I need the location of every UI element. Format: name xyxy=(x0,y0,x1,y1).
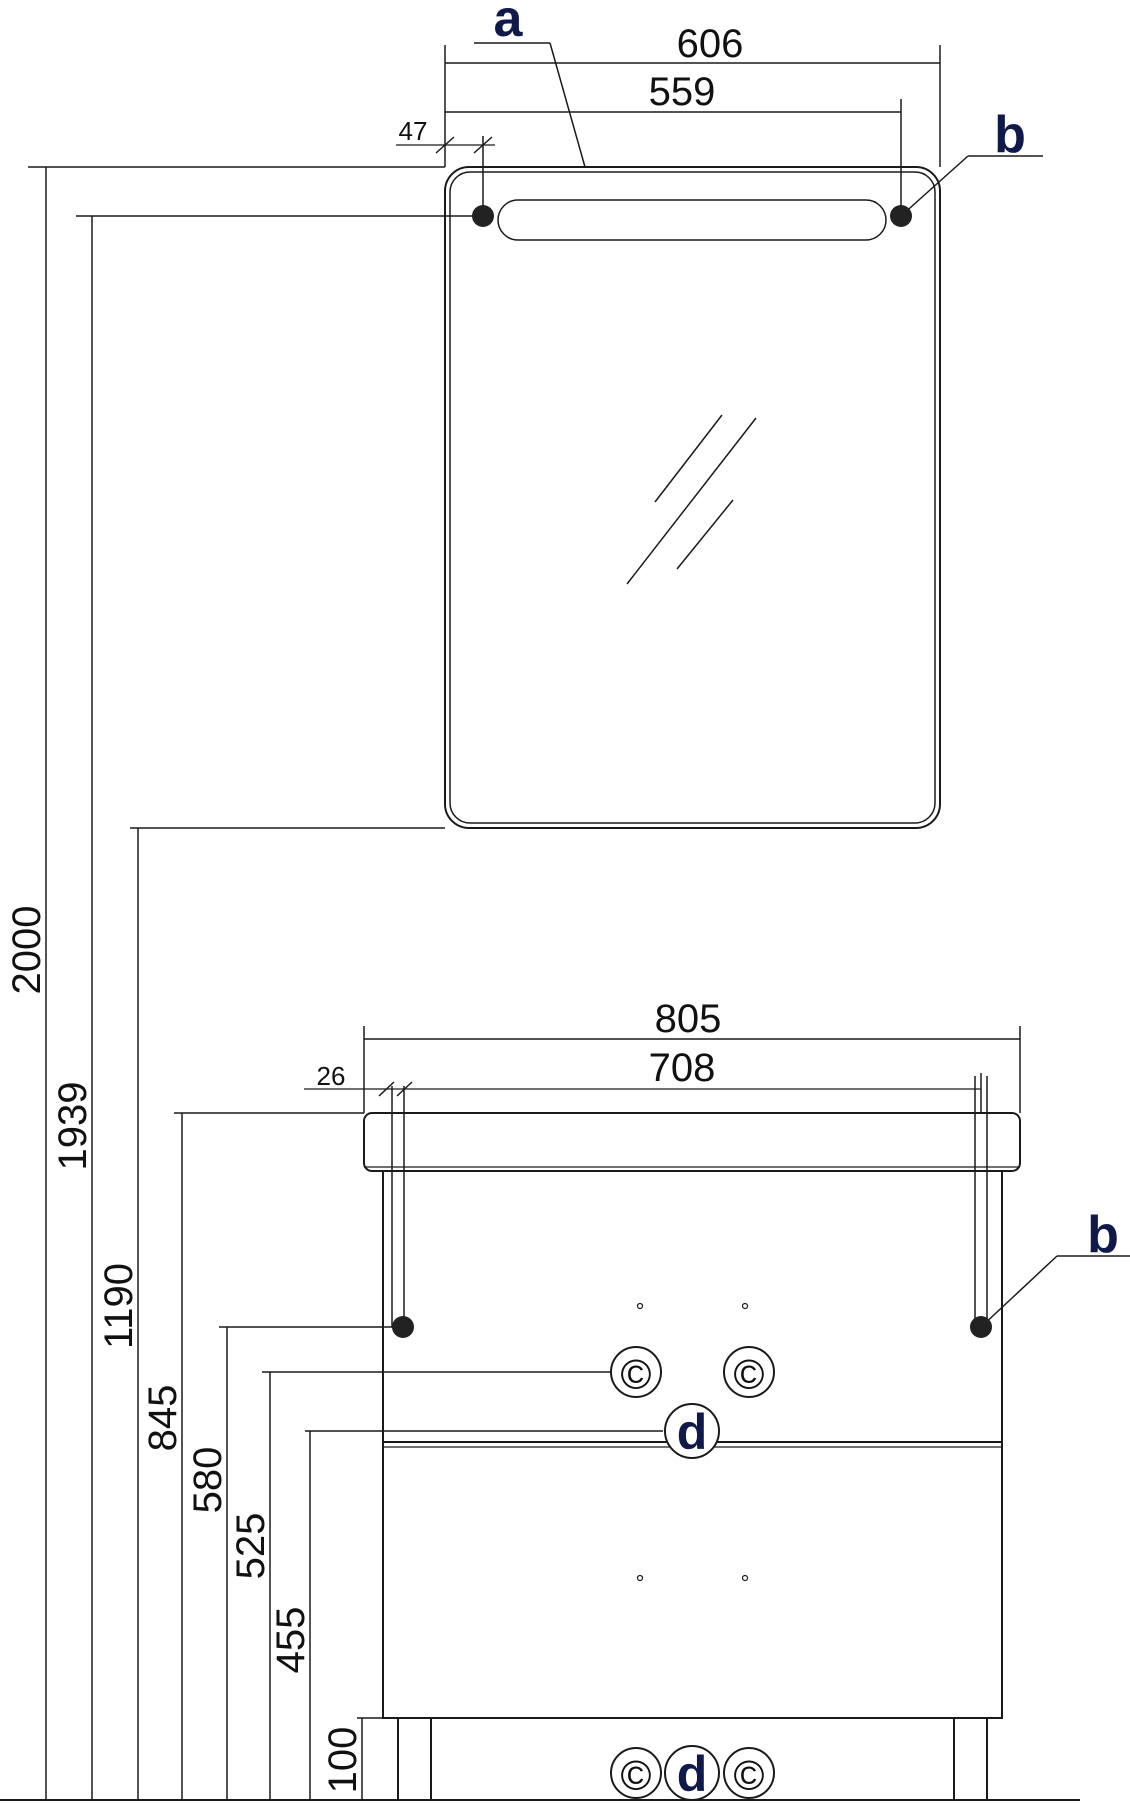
drain-floor-icon xyxy=(664,1745,720,1801)
cabinet-mount-point-right xyxy=(970,1316,992,1338)
mirror-glare-line xyxy=(676,499,734,570)
dim-mirror-holes: 559 xyxy=(649,70,716,114)
leader-a xyxy=(549,42,586,168)
water-inlet-floor-left-icon xyxy=(610,1747,662,1799)
water-inlet-right-symbol: © xyxy=(734,1351,765,1398)
dim-cabinet-top-height: 845 xyxy=(141,1385,185,1452)
mirror-mount-point-left xyxy=(472,205,494,227)
leader-b-cabinet xyxy=(980,1255,1058,1328)
label-a: a xyxy=(494,0,524,48)
mirror-outer-frame xyxy=(444,166,941,829)
dim-drain-upper-height: 455 xyxy=(269,1607,313,1674)
dim-mirror-holes-height: 1939 xyxy=(51,1082,95,1171)
water-inlet-right-icon xyxy=(723,1346,775,1398)
dim-cabinet-offset: 26 xyxy=(317,1061,346,1091)
mirror-light-strip xyxy=(497,199,887,241)
water-inlet-left-symbol: © xyxy=(621,1351,652,1398)
dim-cabinet-outer: 805 xyxy=(655,997,722,1041)
dim-mirror-offset: 47 xyxy=(399,116,428,146)
cabinet-mount-point-left xyxy=(392,1316,414,1338)
dim-mirror-bottom-height: 1190 xyxy=(97,1263,141,1349)
dim-legs-height: 100 xyxy=(321,1727,365,1794)
drain-upper-icon xyxy=(664,1403,720,1459)
washbasin-top xyxy=(363,1112,1021,1172)
mirror-inner-frame xyxy=(449,171,936,824)
label-b-mirror: b xyxy=(994,106,1026,164)
dim-cabinet-holes-height: 580 xyxy=(186,1447,230,1514)
dim-total-height: 2000 xyxy=(5,906,49,995)
dim-water-inlets-height: 525 xyxy=(229,1513,273,1580)
label-d-upper: d xyxy=(677,1404,708,1460)
water-inlet-left-icon xyxy=(610,1346,662,1398)
leg-left xyxy=(397,1717,432,1801)
mirror-glare-line xyxy=(626,417,757,585)
water-inlet-floor-right-icon xyxy=(723,1747,775,1799)
dim-mirror-outer: 606 xyxy=(677,22,744,66)
water-inlet-floor-right-symbol: © xyxy=(734,1752,765,1799)
label-b-cabinet: b xyxy=(1087,1206,1119,1264)
cabinet-body xyxy=(382,1170,1003,1719)
leg-right xyxy=(953,1717,988,1801)
leader-b-mirror xyxy=(900,155,969,217)
water-inlet-floor-left-symbol: © xyxy=(621,1752,652,1799)
label-d-lower: d xyxy=(677,1746,708,1802)
mirror-glare-line xyxy=(654,414,723,503)
dim-cabinet-holes: 708 xyxy=(649,1046,716,1090)
mirror-mount-point-right xyxy=(890,205,912,227)
